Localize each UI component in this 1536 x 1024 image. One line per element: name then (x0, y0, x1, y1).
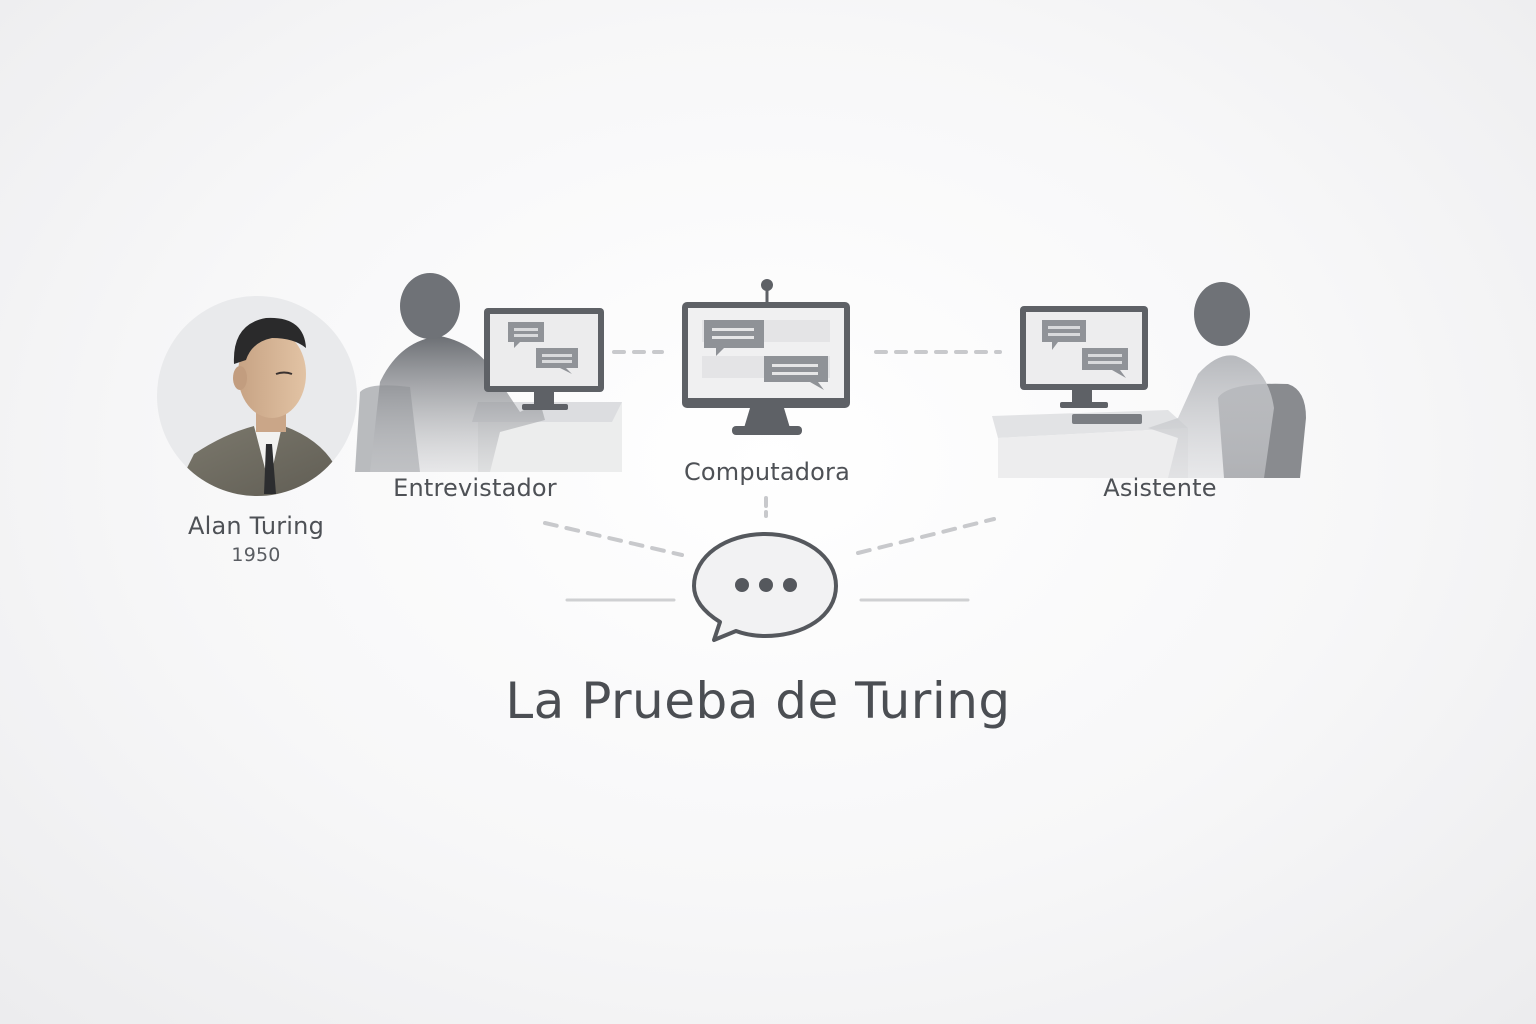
assistant-person-at-computer-icon (992, 282, 1306, 478)
computer-label: Computadora (683, 458, 851, 486)
portrait-name: Alan Turing (187, 512, 325, 540)
chat-bubble-ellipsis-icon (692, 532, 838, 642)
portrait-year: 1950 (231, 544, 281, 566)
alan-turing-portrait (157, 296, 357, 496)
diagram-title: La Prueba de Turing (505, 672, 1011, 730)
interviewer-label: Entrevistador (393, 474, 557, 502)
interviewer-person-at-computer-icon (355, 273, 622, 472)
assistant-label: Asistente (1103, 474, 1217, 502)
computer-monitor-icon (682, 279, 850, 435)
